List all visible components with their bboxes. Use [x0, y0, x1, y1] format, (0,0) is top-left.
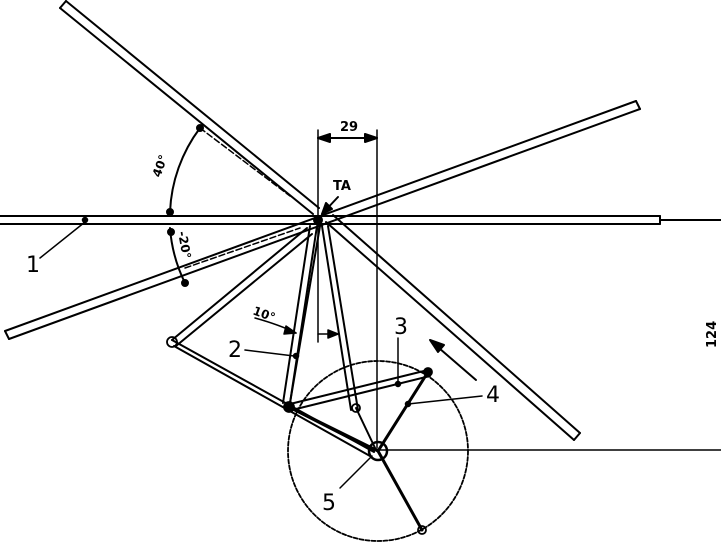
arm-lower-right	[325, 214, 581, 441]
label-part-1: 1	[26, 253, 40, 278]
label-angle-lower: -20°	[175, 230, 194, 260]
label-part-2: 2	[228, 338, 242, 363]
dimension-29	[317, 133, 378, 143]
label-part-3: 3	[394, 315, 408, 340]
reference-lines	[317, 129, 721, 451]
link-members	[171, 225, 431, 457]
pivot-ta	[313, 196, 339, 225]
leader-lines	[39, 216, 483, 489]
angle-arcs	[166, 124, 204, 287]
motion-arrow	[429, 339, 477, 381]
label-part-5: 5	[322, 491, 336, 516]
label-angle-link: 10°	[251, 304, 277, 325]
wheel	[166, 336, 469, 542]
label-dim-horizontal: 29	[340, 120, 358, 135]
label-pivot: TA	[333, 179, 351, 194]
label-dim-vertical: 124	[705, 321, 720, 348]
label-angle-upper: 40°	[150, 153, 171, 179]
arm-upper-left	[59, 0, 320, 215]
horizontal-arm	[0, 215, 721, 225]
label-part-4: 4	[486, 383, 500, 408]
